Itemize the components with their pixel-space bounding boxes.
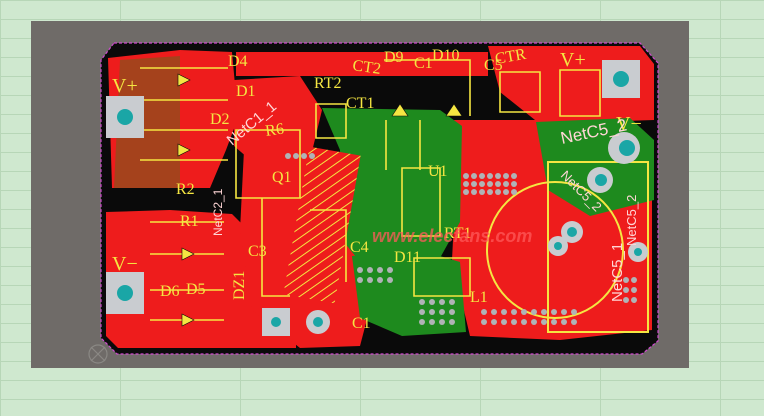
bottom-copper-left	[114, 56, 180, 188]
label-r1: R1	[180, 213, 199, 230]
label-vplus-right: V+	[560, 49, 586, 71]
label-c3: C3	[248, 243, 267, 260]
label-u1: U1	[428, 163, 448, 180]
label-vplus-left: V+	[112, 75, 138, 97]
origin-crosshair-icon[interactable]	[88, 344, 108, 364]
label-rt1: RT1	[444, 225, 471, 242]
label-d6: D6	[160, 283, 180, 300]
label-vminus-right: V−	[616, 113, 642, 135]
label-l1: L1	[470, 289, 488, 306]
label-c4: C4	[350, 239, 369, 256]
label-d10: D10	[432, 47, 460, 64]
label-ctr: CTR	[494, 46, 528, 68]
label-d2: D2	[210, 111, 230, 128]
silkscreen-lines	[140, 59, 601, 321]
label-d5: D5	[186, 281, 206, 298]
label-dz1: DZ1	[231, 271, 248, 300]
diode-symbols	[177, 73, 463, 327]
label-c1-top: C1	[414, 55, 433, 72]
label-ct1: CT1	[346, 95, 374, 112]
label-rt2: RT2	[314, 75, 341, 92]
net-label-netc5-right: NetC5_2	[624, 195, 639, 246]
copper-pour-top-strip	[236, 52, 488, 76]
transformer-body	[547, 161, 649, 333]
bottom-copper-center	[322, 108, 462, 262]
label-c1-bottom: C1	[352, 315, 371, 332]
watermark: www.elecfans.com	[372, 226, 532, 246]
net-label-netc2: NetC2_1	[211, 188, 225, 236]
label-d4: D4	[228, 53, 248, 70]
hatched-keepout	[283, 146, 361, 304]
pads	[106, 60, 648, 336]
label-r6: R6	[264, 121, 285, 140]
label-q1: Q1	[272, 169, 292, 186]
label-r2: R2	[176, 181, 195, 198]
label-vminus-left: V−	[112, 253, 138, 275]
copper-pour-left-top	[108, 50, 238, 188]
drill-holes	[117, 71, 642, 327]
transformer-outline	[486, 181, 624, 319]
label-d1: D1	[236, 83, 256, 100]
label-d11: D11	[394, 249, 421, 266]
label-d9: D9	[384, 49, 404, 66]
label-c5: C5	[484, 57, 503, 74]
label-ct2: CT2	[351, 57, 382, 78]
net-label-netc5-vertical: NetC5_1	[609, 243, 626, 302]
via-grid	[285, 153, 637, 325]
